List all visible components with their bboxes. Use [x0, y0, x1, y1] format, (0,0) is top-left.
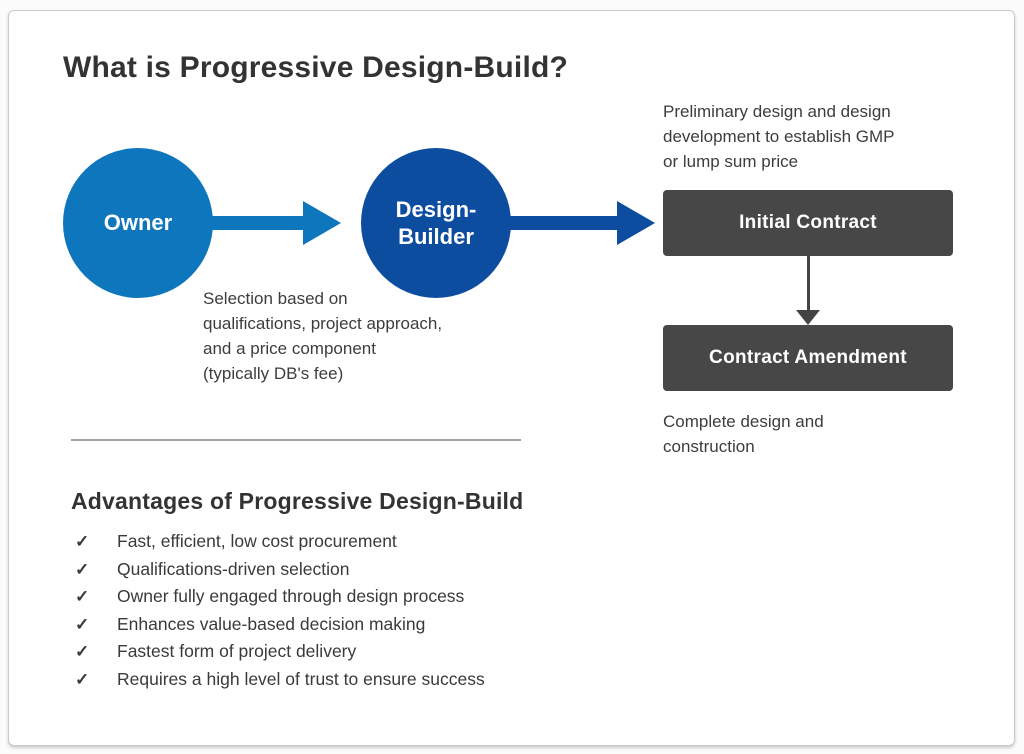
advantage-text: Fastest form of project delivery — [117, 641, 357, 661]
check-icon: ✓ — [75, 669, 90, 689]
check-icon: ✓ — [75, 614, 90, 634]
page-title: What is Progressive Design-Build? — [63, 51, 569, 84]
complete-design-note: Complete design and construction — [663, 412, 824, 456]
check-icon: ✓ — [75, 642, 90, 661]
check-icon: ✓ — [75, 559, 90, 579]
list-item: ✓ Fast, efficient, low cost procurement — [75, 531, 595, 559]
initial-contract-label: Initial Contract — [739, 212, 877, 233]
contract-flow-arrow-icon — [796, 256, 820, 325]
advantages-list: ✓ Fast, efficient, low cost procurement … — [75, 531, 595, 696]
check-icon: ✓ — [75, 532, 90, 551]
builder-to-contract-arrow-icon — [503, 201, 655, 245]
advantage-text: Requires a high level of trust to ensure… — [117, 668, 485, 689]
contract-amendment-label: Contract Amendment — [709, 347, 907, 368]
advantage-text: Enhances value-based decision making — [117, 613, 426, 634]
selection-note: Selection based on qualifications, proje… — [203, 289, 443, 383]
infographic-card: What is Progressive Design-Build? Owner … — [8, 10, 1015, 746]
owner-circle: Owner — [63, 148, 213, 298]
list-item: ✓ Qualifications-driven selection — [75, 559, 595, 587]
advantage-text: Qualifications-driven selection — [117, 558, 350, 579]
section-divider — [71, 439, 521, 441]
arrow-head — [303, 201, 341, 245]
list-item: ✓ Fastest form of project delivery — [75, 641, 595, 669]
arrow-line — [806, 256, 810, 311]
list-item: ✓ Enhances value-based decision making — [75, 614, 595, 642]
list-item: ✓ Requires a high level of trust to ensu… — [75, 669, 595, 697]
design-builder-circle: Design- Builder — [361, 148, 511, 298]
advantage-text: Fast, efficient, low cost procurement — [117, 531, 397, 551]
check-icon: ✓ — [75, 587, 90, 606]
owner-to-builder-arrow-icon — [205, 201, 341, 245]
arrow-head — [617, 201, 655, 245]
advantage-text: Owner fully engaged through design proce… — [117, 586, 465, 606]
initial-contract-box: Initial Contract — [663, 190, 953, 256]
arrow-head — [796, 310, 820, 325]
advantages-heading: Advantages of Progressive Design-Build — [71, 488, 524, 514]
list-item: ✓ Owner fully engaged through design pro… — [75, 586, 595, 614]
arrow-shaft — [205, 216, 303, 230]
design-builder-circle-label: Design- Builder — [395, 196, 477, 250]
contract-amendment-box: Contract Amendment — [663, 325, 953, 391]
owner-circle-label: Owner — [103, 210, 173, 236]
preliminary-design-note: Preliminary design and design developmen… — [663, 102, 895, 171]
arrow-shaft — [503, 216, 617, 230]
